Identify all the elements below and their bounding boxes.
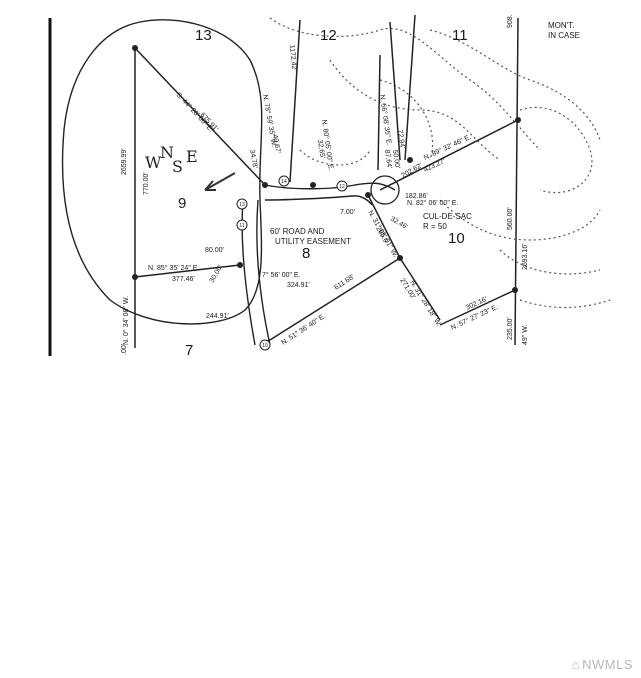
road-label-line1: 60' ROAD AND: [270, 227, 325, 236]
bearing-label: N. 31° 28' 18" W.: [408, 279, 443, 328]
nwmls-logo-icon: ⌂: [571, 657, 581, 672]
corner-points: [132, 45, 521, 293]
compass-n: N: [160, 143, 174, 162]
distance-label: 32.46': [389, 216, 409, 231]
bearing-label: N. 0° 34' 08" W.: [122, 296, 130, 345]
bearing-label: N. 82° 06' 00" E.: [407, 199, 458, 207]
bearing-label: N. 56° 08' 35" E.: [378, 94, 393, 146]
curve-marker-labels: 13 14 11 12 10: [239, 179, 345, 349]
distance-label: 49.67': [271, 134, 281, 154]
distance-label: 244.91': [206, 313, 229, 320]
distance-label: 182.86': [405, 193, 428, 200]
lot-number-13: 13: [195, 27, 212, 44]
distance-label: 7.00': [340, 209, 355, 216]
distance-label: 87.64': [383, 149, 393, 169]
distance-labels: 2659.99' 770.00' 675.91' 34.78' 49.67' 1…: [121, 14, 529, 355]
lot-number-11: 11: [452, 27, 468, 44]
curve-label: 10: [262, 343, 268, 349]
road-label-line2: UTILITY EASEMENT: [275, 237, 351, 246]
lot-number-12: 12: [320, 27, 337, 44]
arrow-icon: [204, 172, 236, 191]
curve-label: 14: [281, 179, 287, 185]
distance-label: 32.65': [316, 139, 326, 159]
distance-label: 34.78': [248, 149, 258, 169]
right-section-line: [514, 17, 519, 346]
distance-label: 72.94': [396, 129, 406, 149]
handdrawn-loop: [61, 19, 263, 325]
distance-label: 2659.99': [121, 148, 128, 175]
curve-markers: [236, 175, 348, 351]
curve-label: 12: [339, 184, 345, 190]
distance-label: 202.62': [401, 162, 424, 179]
monument-note-line1: MON'T.: [548, 21, 574, 30]
bearing-label: 7° 56' 00" E.: [262, 271, 301, 279]
distance-label: 50.00': [391, 149, 401, 169]
lot-number-10: 10: [448, 230, 465, 247]
distance-label: 770.00': [143, 172, 150, 195]
compass-s: S: [172, 157, 183, 176]
distance-label: 1172.42': [288, 45, 297, 72]
distance-label: .00': [121, 344, 128, 355]
bearing-label: 49" W.: [522, 325, 529, 345]
distance-label: 80.00': [205, 247, 224, 254]
lot-number-8: 8: [302, 245, 310, 262]
cul-de-sac-circle: [370, 175, 400, 205]
curve-label: 11: [239, 223, 244, 229]
monument-note-line2: IN CASE: [548, 31, 580, 40]
dotted-contours: [269, 17, 611, 309]
distance-label: 2693.16': [522, 243, 529, 270]
handwritten-compass: W N S E: [145, 143, 236, 191]
compass-e: E: [186, 147, 198, 166]
distance-label: 611.68': [333, 274, 355, 292]
watermark-text: NWMLS: [582, 657, 633, 672]
road-easement: [241, 182, 396, 346]
distance-label: 560.00': [507, 207, 514, 230]
lot-lines: [134, 14, 519, 348]
distance-label: 908.: [507, 14, 514, 28]
bearing-label: N. 85° 35' 24" E.: [148, 264, 199, 272]
lot-number-7: 7: [185, 342, 193, 359]
cul-de-sac-radius: R = 50: [423, 222, 447, 231]
distance-label: 377.46': [172, 276, 195, 283]
compass-w: W: [145, 153, 162, 172]
lot-number-9: 9: [178, 195, 186, 212]
distance-label: 30.00': [209, 264, 224, 284]
lot-numbers: 13 12 11 9 8 10 7: [178, 27, 468, 359]
nwmls-watermark: ⌂NWMLS: [572, 657, 633, 672]
curve-label: 13: [239, 202, 245, 208]
cul-de-sac-label: CUL-DE-SAC: [423, 212, 472, 221]
distance-label: 235.00': [507, 317, 514, 340]
distance-label: 324.91': [287, 282, 310, 289]
